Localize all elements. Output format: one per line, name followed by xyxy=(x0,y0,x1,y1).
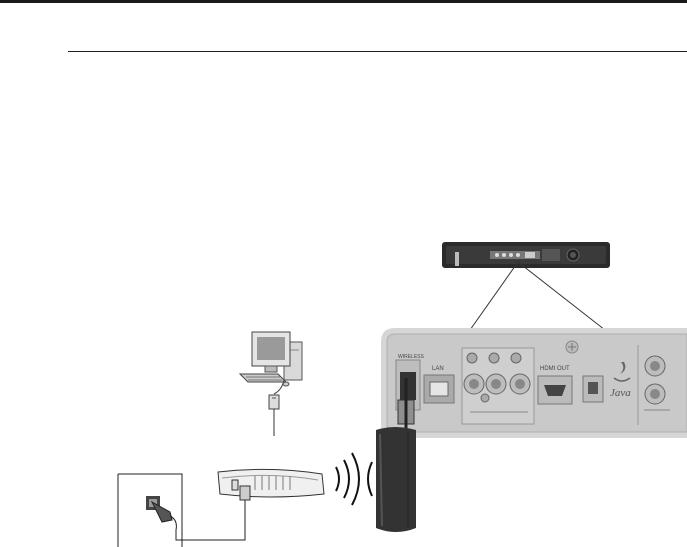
zoom-line-left xyxy=(470,262,518,330)
hdmi-port-label: HDMI OUT xyxy=(540,366,570,372)
wall-outlet-icon xyxy=(118,474,182,547)
modem-cable xyxy=(170,500,245,540)
java-logo: Java xyxy=(610,387,631,399)
wireless-signal-icon xyxy=(336,453,372,505)
player-rear-icon xyxy=(442,242,610,268)
svg-text:WIRELESS: WIRELESS xyxy=(398,354,425,360)
wireless-router-icon xyxy=(218,469,324,500)
computer-icon xyxy=(240,332,302,386)
lan-port-label: LAN xyxy=(432,366,444,372)
computer-lan-cable xyxy=(269,380,284,436)
zoom-line-right xyxy=(518,262,605,330)
enlarged-rear-panel: WIRELESS LAN HDMI OUT Java xyxy=(381,328,687,438)
